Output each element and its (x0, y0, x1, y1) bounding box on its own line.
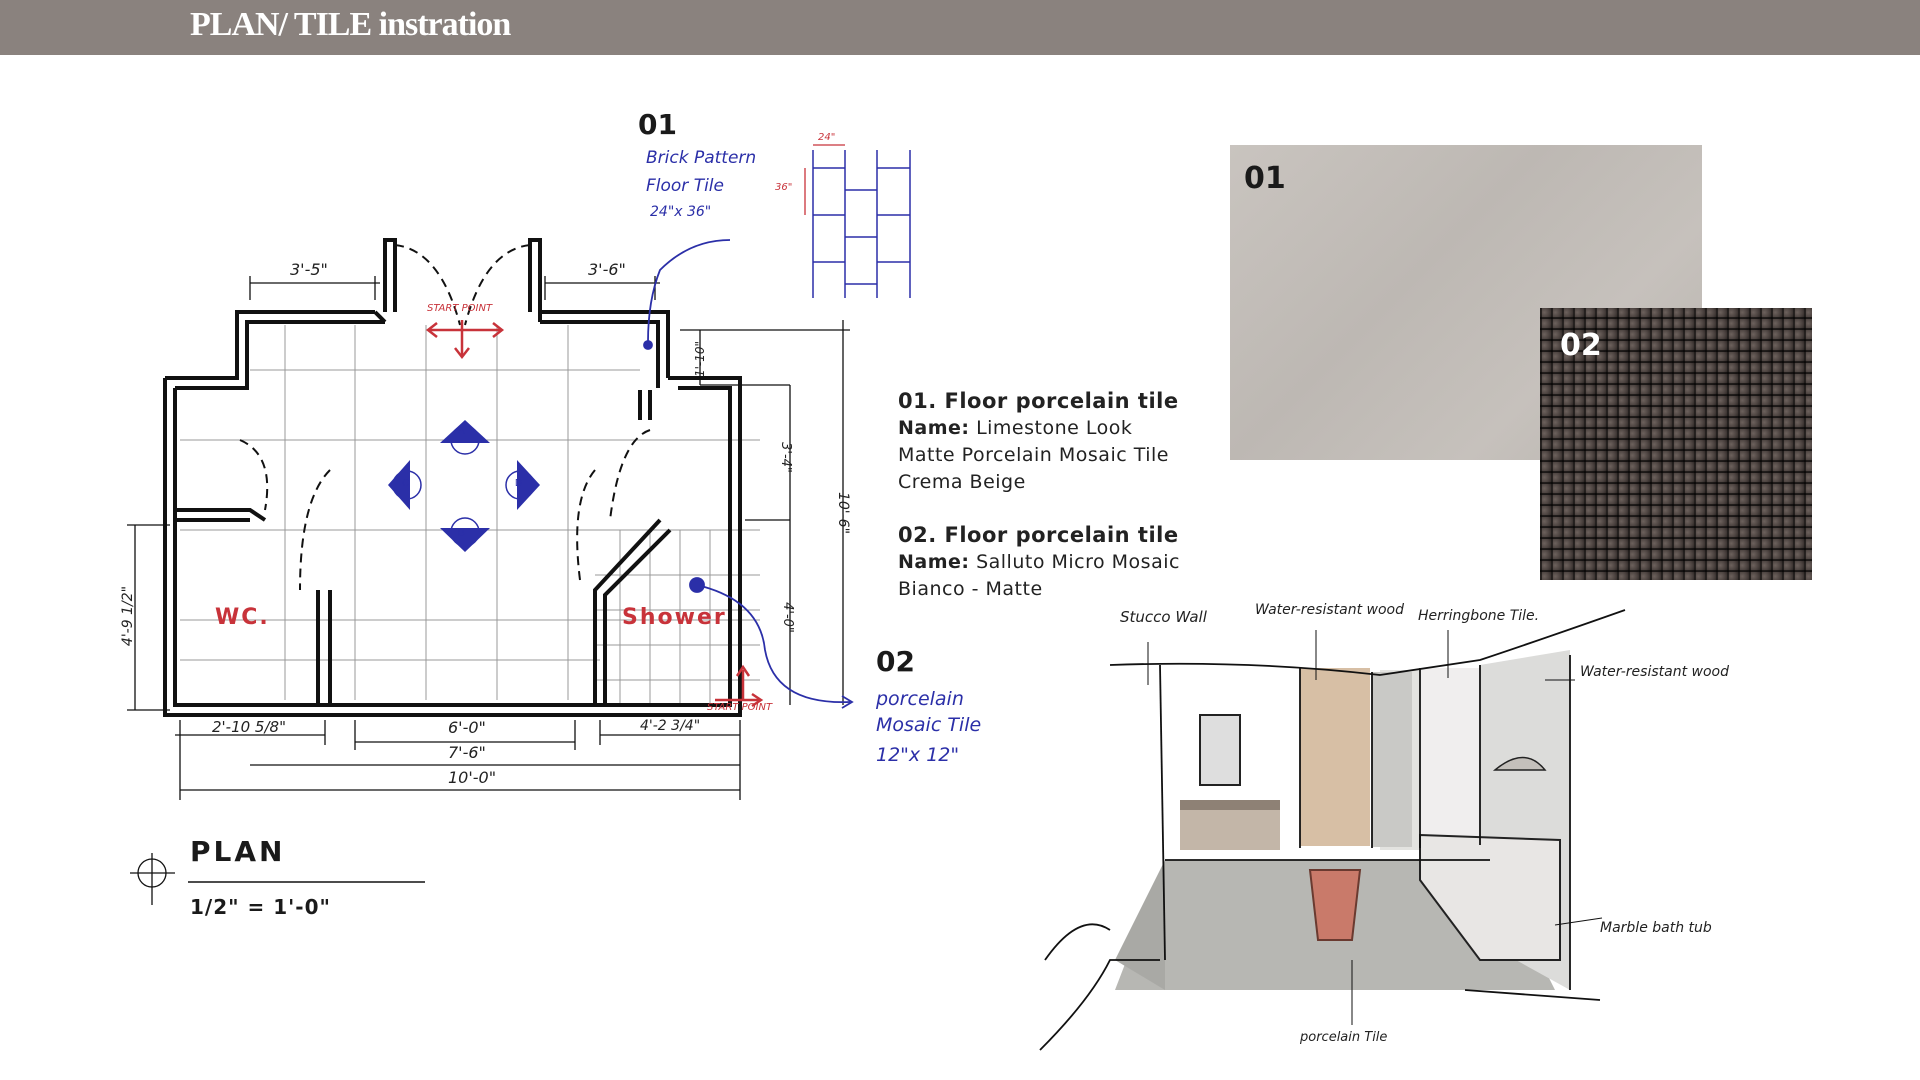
spec-02-name-label: Name: (898, 551, 970, 573)
dimension-lines (127, 276, 850, 800)
plan-scale: 1/2" = 1'-0" (190, 895, 331, 919)
dim-bottom-total: 10'-0" (448, 768, 497, 787)
room-label-wc: WC. (215, 605, 270, 630)
section-symbol (130, 853, 175, 905)
spec-02-line2: Bianco - Matte (898, 578, 1043, 600)
plan-walls (163, 238, 742, 717)
sketch-label-herringbone: Herringbone Tile. (1418, 608, 1540, 624)
sketch-label-porcelain: porcelain Tile (1300, 1030, 1388, 1045)
callout-01-line2: Floor Tile (646, 176, 724, 196)
start-point-arrows (425, 320, 764, 708)
callout-01-tag: 01 (638, 108, 677, 141)
brick-dims (804, 144, 845, 215)
spec-02-heading: 02. Floor porcelain tile (898, 523, 1179, 547)
room-label-shower: Shower (622, 605, 727, 630)
door-swings (239, 244, 651, 591)
plan-title: PLAN (190, 835, 286, 868)
view-marker-a: A (458, 426, 465, 437)
callout-02-line2: Mosaic Tile (876, 714, 982, 736)
tile-swatch-mosaic: 02 (1540, 308, 1812, 580)
sketch-label-water-resistant-1: Water-resistant wood (1255, 602, 1404, 618)
callout-02-line1: porcelain (876, 688, 964, 710)
view-marker-c: C (402, 478, 410, 489)
callout-01-size: 24"x 36" (650, 204, 712, 220)
brick-dim-w: 24" (818, 132, 836, 143)
view-marker-d: D (515, 478, 523, 489)
spec-01-name-label: Name: (898, 417, 970, 439)
start-point-label-shower: START POINT (707, 702, 773, 713)
brick-pattern-diagram (812, 150, 911, 298)
spec-01-line1: Limestone Look (976, 417, 1133, 439)
spec-01-heading: 01. Floor porcelain tile (898, 389, 1179, 413)
dim-top-right: 3'-6" (588, 260, 626, 279)
view-markers (388, 420, 540, 552)
header-bar: PLAN/ TILE instration (0, 0, 1920, 55)
callout-02-size: 12"x 12" (876, 744, 960, 766)
spec-02: 02. Floor porcelain tile Name: Salluto M… (898, 522, 1180, 603)
swatch-01-tag: 01 (1244, 161, 1286, 196)
spec-01: 01. Floor porcelain tile Name: Limestone… (898, 388, 1179, 496)
dim-top-left: 3'-5" (290, 260, 328, 279)
swatch-02-tag: 02 (1560, 328, 1602, 363)
callout-leaders (643, 239, 854, 709)
spec-01-line2: Matte Porcelain Mosaic Tile (898, 444, 1169, 466)
view-marker-b: B (458, 528, 465, 539)
callout-02-tag: 02 (876, 645, 915, 678)
dim-bottom-span: 7'-6" (448, 743, 486, 762)
start-point-label-top: START POINT (427, 303, 493, 314)
callout-01-line1: Brick Pattern (646, 148, 757, 168)
sketch-label-stucco: Stucco Wall (1120, 608, 1207, 626)
dim-bottom-mid: 6'-0" (448, 718, 486, 737)
sketch-label-marble-tub: Marble bath tub (1600, 920, 1712, 936)
dim-bottom-left: 2'-10 5/8" (212, 718, 286, 736)
spec-02-line1: Salluto Micro Mosaic (976, 551, 1180, 573)
brick-dim-h: 36" (775, 182, 793, 193)
spec-01-line3: Crema Beige (898, 471, 1026, 493)
dim-bottom-right: 4'-2 3/4" (640, 718, 701, 734)
page-title: PLAN/ TILE instration (190, 6, 511, 43)
sketch-label-water-resistant-2: Water-resistant wood (1580, 664, 1729, 680)
